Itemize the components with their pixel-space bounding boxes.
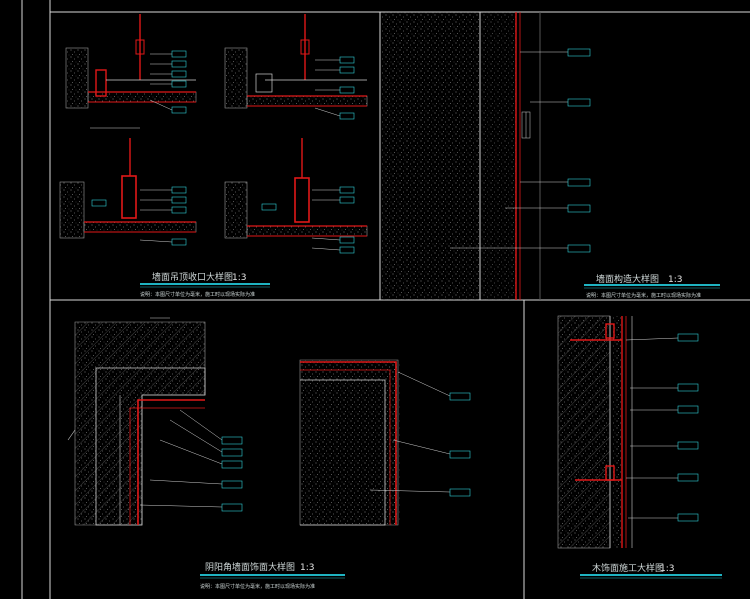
corner-scale: 1:3 (300, 563, 314, 573)
stone-title: 木饰面施工大样图 (592, 562, 664, 574)
wall-title-block: 墙面构造大样图 1:3 说明：本图尺寸单位为毫米，施工时以现场实际为准 (584, 273, 720, 299)
ceiling-title: 墙面吊顶收口大样图 (152, 271, 233, 283)
wall-title: 墙面构造大样图 (596, 273, 659, 285)
ceiling-note: 说明：本图尺寸单位为毫米，施工时以现场实际为准 (140, 291, 255, 298)
wall-note: 说明：本图尺寸单位为毫米，施工时以现场实际为准 (586, 292, 701, 299)
wall-scale: 1:3 (668, 275, 682, 285)
ceiling-detail-1 (65, 14, 197, 129)
ceiling-scale: 1:3 (232, 273, 246, 283)
ceiling-detail-4 (224, 138, 368, 254)
stone-title-block: 木饰面施工大样图 1:3 (580, 562, 722, 579)
corner-title-block: 阴阳角墙面饰面大样图 1:3 说明：本图尺寸单位为毫米，施工时以现场实际为准 (200, 561, 345, 590)
corner-details-panel: 阴阳角墙面饰面大样图 1:3 说明：本图尺寸单位为毫米，施工时以现场实际为准 (67, 317, 471, 590)
corner-title: 阴阳角墙面饰面大样图 (205, 561, 295, 573)
wall-section-panel: 墙面构造大样图 1:3 说明：本图尺寸单位为毫米，施工时以现场实际为准 (382, 12, 720, 300)
ceiling-title-block: 墙面吊顶收口大样图 1:3 说明：本图尺寸单位为毫米，施工时以现场实际为准 (140, 271, 270, 298)
ceiling-detail-2 (224, 14, 368, 120)
external-corner-detail (299, 359, 471, 526)
corner-note: 说明：本图尺寸单位为毫米，施工时以现场实际为准 (200, 583, 315, 590)
ceiling-detail-3 (59, 138, 197, 246)
internal-corner-detail (67, 317, 243, 526)
stone-section-panel: 木饰面施工大样图 1:3 (557, 315, 722, 579)
ceiling-details-panel: 墙面吊顶收口大样图 1:3 说明：本图尺寸单位为毫米，施工时以现场实际为准 (59, 14, 368, 298)
stone-scale: 1:3 (660, 564, 674, 574)
